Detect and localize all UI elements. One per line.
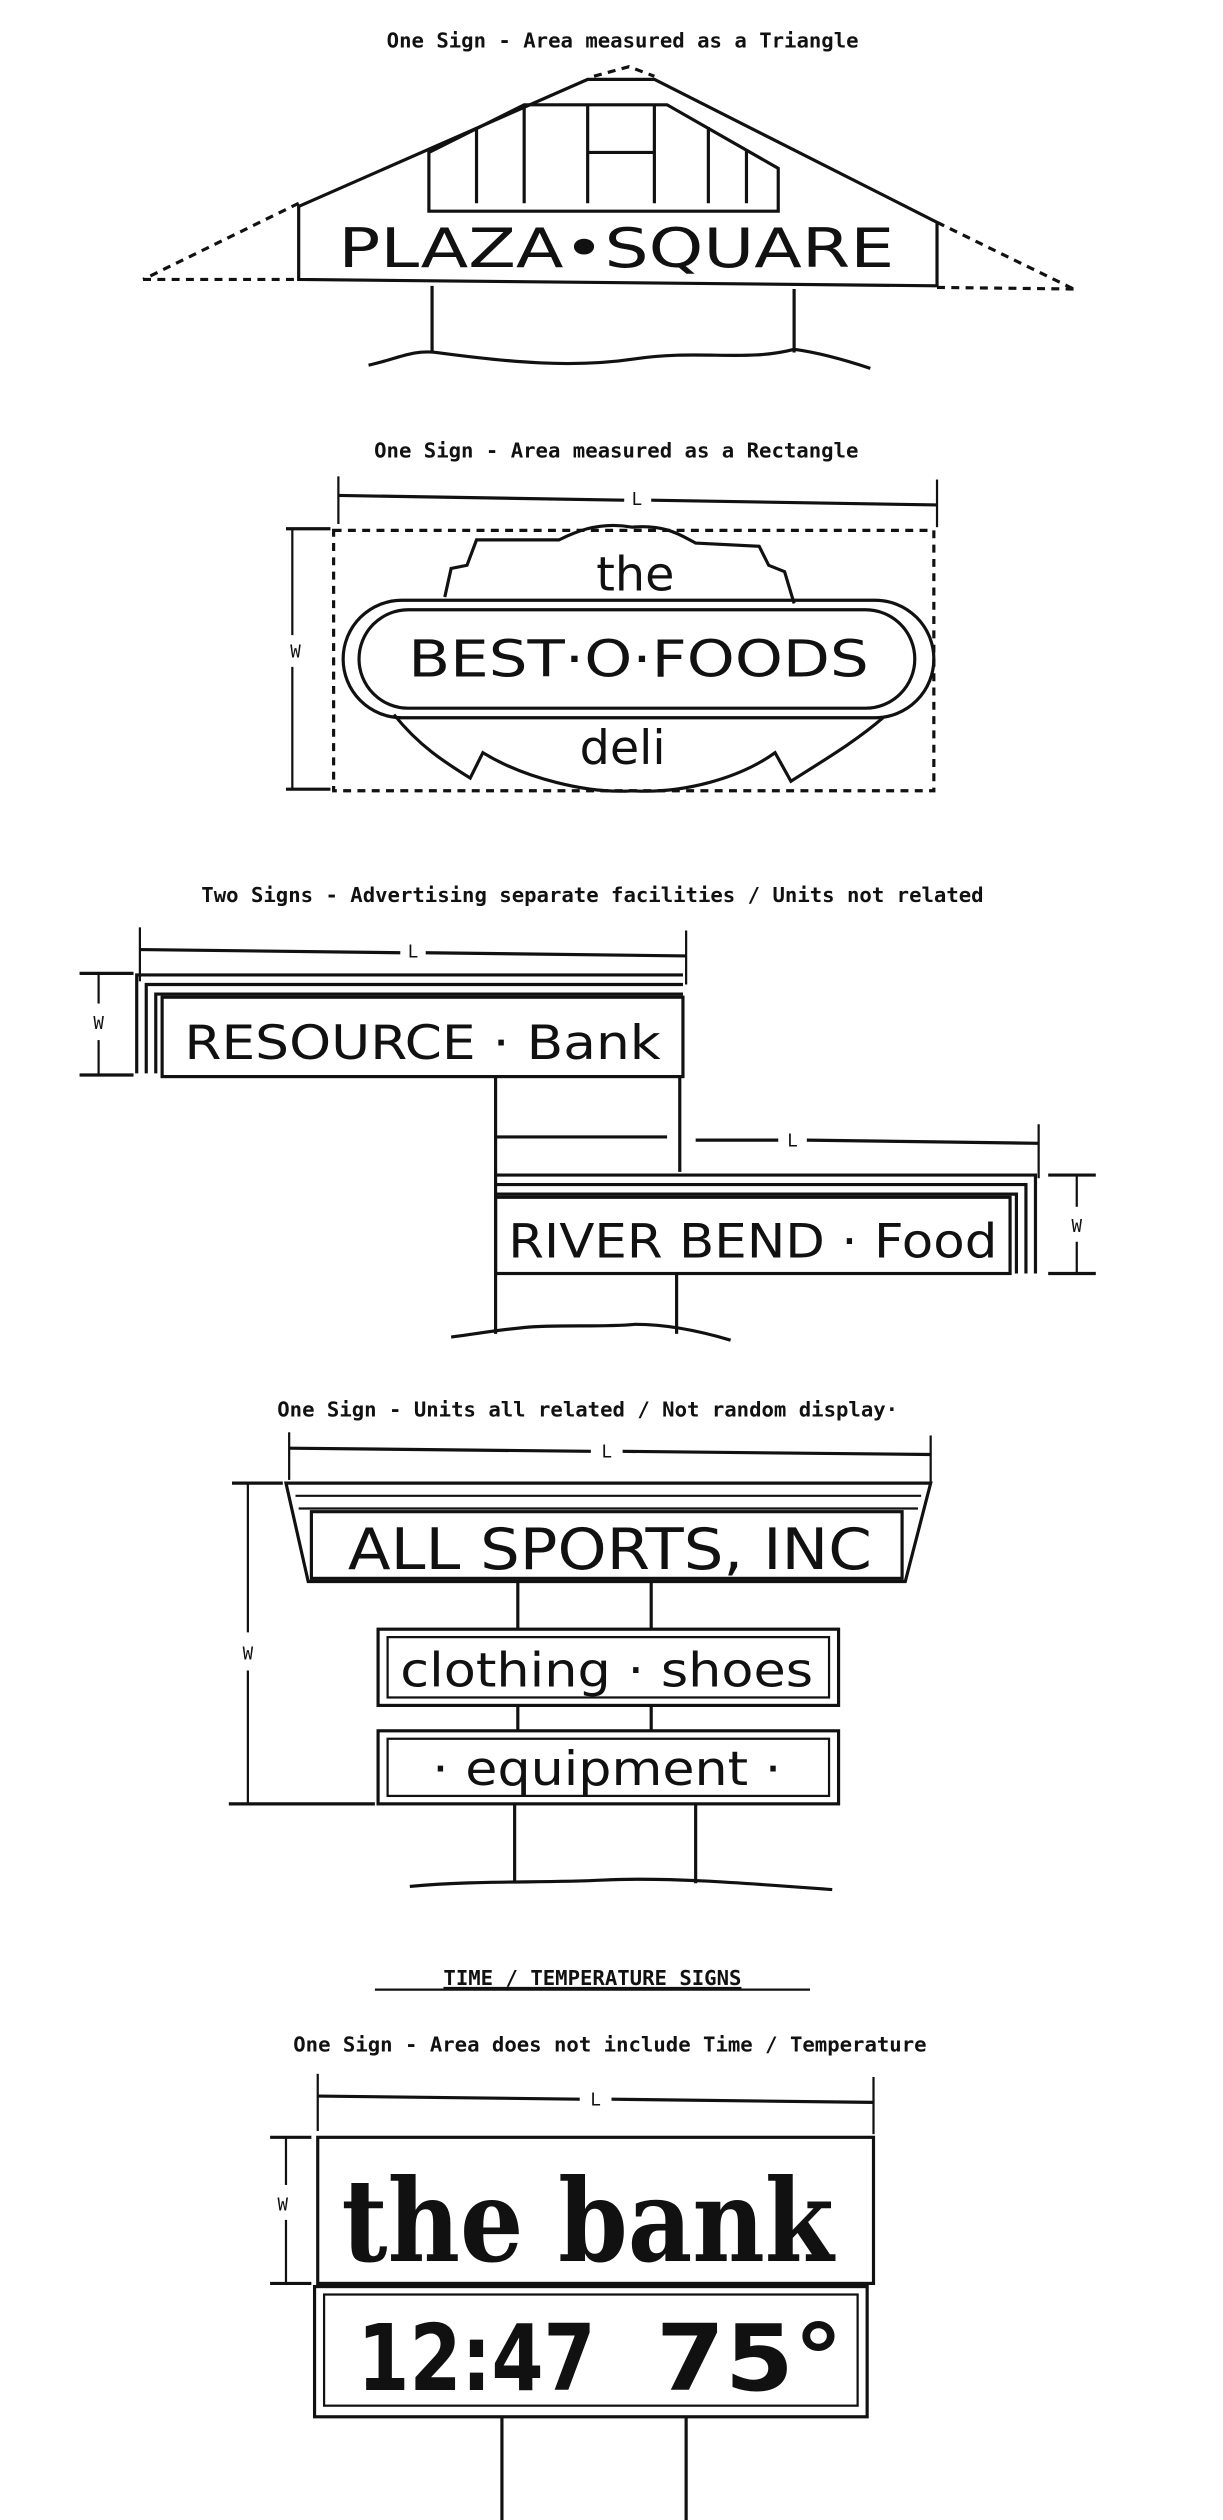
badge-top-outline	[443, 523, 796, 604]
ground-line	[368, 347, 871, 370]
equipment-sign: · equipment ·	[376, 1729, 841, 1806]
width-label-1: W	[93, 1014, 104, 1034]
clothing-shoes-sign: clothing · shoes	[376, 1627, 841, 1707]
equipment-text: · equipment ·	[432, 1742, 781, 1797]
time-temperature-display	[312, 2284, 869, 2419]
length-label: L	[590, 2091, 601, 2111]
building-logo-icon	[427, 103, 780, 213]
best-o-foods-text: BEST·O·FOODS	[408, 629, 868, 688]
the-bank-sign	[316, 2135, 876, 2285]
ground-line	[409, 1877, 833, 1892]
temperature-text: 75°	[656, 2305, 843, 2412]
all-sports-text: ALL SPORTS, INC	[348, 1517, 872, 1583]
width-label: W	[290, 642, 301, 662]
length-label-1: L	[408, 943, 419, 963]
badge-bottom-outline	[392, 713, 885, 793]
badge-inner-oval	[357, 608, 917, 710]
length-dimension-line	[338, 493, 625, 502]
plaza-square-text: PLAZA•SQUARE	[338, 217, 894, 280]
triangle-dotted-side-left	[142, 201, 300, 281]
two-signs-diagram: Two Signs - Advertising separate facilit…	[79, 883, 1096, 1342]
length-dimension-line	[317, 2094, 580, 2101]
time-temperature-diagram: TIME / TEMPERATURE SIGNS One Sign - Area…	[270, 1966, 927, 2520]
the-text: the	[596, 548, 674, 603]
caption-related-units: One Sign - Units all related / Not rando…	[277, 1397, 898, 1421]
triangle-sign-diagram: One Sign - Area measured as a Triangle P…	[142, 29, 1075, 370]
river-bend-food-sign: RIVER BEND · Food	[493, 1173, 1038, 1276]
length-label-2: L	[787, 1131, 798, 1151]
width-label: W	[278, 2195, 289, 2215]
the-bank-text: the bank	[342, 2154, 837, 2288]
triangle-dotted-apex	[593, 65, 655, 78]
deli-text: deli	[580, 721, 666, 776]
ground-line	[450, 1322, 732, 1342]
caption-triangle: One Sign - Area measured as a Triangle	[387, 29, 859, 53]
resource-bank-text: RESOURCE · Bank	[184, 1016, 661, 1071]
length-label: L	[632, 490, 643, 510]
triangle-dotted-base-right	[937, 285, 1074, 291]
width-label: W	[243, 1644, 254, 1664]
related-units-diagram: One Sign - Units all related / Not rando…	[228, 1397, 933, 1892]
caption-time-temperature: One Sign - Area does not include Time / …	[293, 2033, 926, 2057]
caption-rectangle: One Sign - Area measured as a Rectangle	[374, 438, 858, 462]
clothing-shoes-text: clothing · shoes	[400, 1643, 813, 1698]
badge-outer-oval	[341, 598, 936, 720]
rectangle-sign-diagram: One Sign - Area measured as a Rectangle …	[285, 438, 939, 793]
width-label-2: W	[1071, 1217, 1082, 1237]
time-text: 12:47	[357, 2305, 595, 2412]
length-dimension-line-1	[139, 947, 401, 955]
river-bend-food-text: RIVER BEND · Food	[508, 1215, 997, 1270]
length-label: L	[601, 1443, 612, 1463]
triangle-dotted-side-right	[936, 220, 1075, 291]
heading-time-temperature: TIME / TEMPERATURE SIGNS	[443, 1966, 741, 1990]
caption-two-signs: Two Signs - Advertising separate facilit…	[201, 883, 983, 907]
resource-bank-sign: RESOURCE · Bank	[135, 973, 685, 1079]
plaza-sign-outline	[297, 77, 939, 288]
all-sports-sign: ALL SPORTS, INC	[283, 1481, 933, 1584]
length-dimension-line	[289, 1446, 591, 1453]
